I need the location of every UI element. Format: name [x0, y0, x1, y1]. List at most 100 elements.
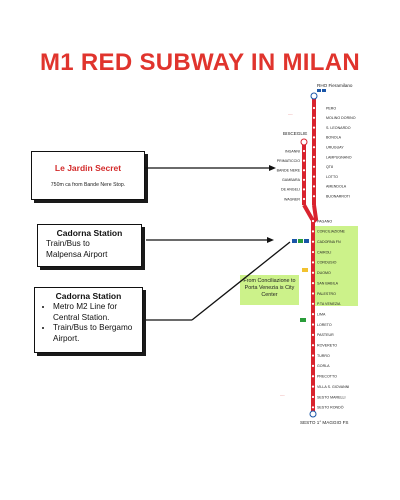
station-label: BUONARROTI — [326, 195, 350, 199]
station-dot — [312, 116, 316, 119]
station-label: DE ANGELI — [281, 188, 300, 192]
station-dot — [311, 292, 315, 295]
station-dot — [311, 219, 315, 223]
callout-bullet: Train/Bus to Bergamo Airport. — [53, 323, 142, 344]
city-center-highlight — [314, 226, 358, 306]
station-dot — [302, 149, 306, 153]
station-label: SESTO RONDÒ — [317, 405, 344, 410]
interchange-m2-icon — [298, 239, 303, 243]
interchange-rail-icon — [292, 239, 297, 243]
terminus-rho-marker — [310, 92, 318, 100]
station-label: CORDUSIO — [317, 261, 337, 265]
station-label: SAN BABILA — [317, 281, 339, 285]
station-label: MOLINO DORINO — [326, 116, 356, 120]
station-dot — [311, 406, 315, 409]
station-dot — [302, 169, 306, 172]
station-dot — [311, 271, 315, 274]
station-dot — [311, 323, 315, 326]
station-dot — [312, 146, 316, 149]
callout-le-jardin-secret: Le Jardin Secret 750m ca from Bande Nere… — [31, 151, 145, 200]
bus-icon — [322, 89, 326, 92]
arrowhead — [269, 165, 276, 171]
station-dot — [312, 165, 316, 168]
callout-cadorna-bergamo: Cadorna Station Metro M2 Line for Centra… — [34, 287, 143, 353]
callout-line: Train/Bus to — [46, 239, 90, 248]
station-label: DUOMO — [317, 271, 331, 275]
station-dot — [311, 230, 315, 233]
terminus-sesto-marker — [309, 410, 317, 418]
station-dot — [302, 188, 306, 191]
station-dot — [311, 333, 315, 336]
station-label: QT8 — [326, 165, 333, 169]
station-label: GORLA — [317, 364, 330, 368]
station-dot — [311, 240, 315, 243]
callout-arrows — [145, 165, 291, 321]
station-dot — [312, 175, 316, 178]
station-label: PRECOTTO — [317, 375, 337, 379]
station-dot — [311, 375, 315, 378]
station-dot — [302, 178, 306, 181]
station-dot — [312, 106, 316, 110]
page-title: M1 RED SUBWAY IN MILAN — [40, 49, 360, 76]
station-label: GAMBARA — [282, 178, 301, 182]
station-dot — [312, 136, 316, 139]
station-dot — [311, 385, 315, 388]
station-label: LAMPUGNANO — [326, 155, 352, 159]
callout-line: Malpensa Airport — [46, 250, 108, 259]
station-label: PRIMATICCIO — [277, 159, 300, 163]
station-label: INGANNI — [285, 149, 300, 153]
line-annotation: ─── — [287, 114, 293, 116]
station-dot — [311, 354, 315, 357]
annotation-text: ─── — [279, 395, 285, 397]
station-label: PALESTRO — [317, 292, 336, 296]
station-label: S. LEONARDO — [326, 126, 351, 130]
station-dot — [311, 344, 315, 347]
station-dot — [312, 155, 316, 159]
station-label: WAGNER — [284, 197, 300, 201]
annotation-text: ─── — [287, 114, 293, 116]
station-label: SESTO MARELLI — [317, 395, 346, 399]
callout-heading: Cadorna Station — [56, 228, 123, 238]
station-label: LORETO — [317, 323, 332, 327]
station-dot — [311, 250, 315, 254]
terminus-bisceglie-label: BISCEGLIE — [283, 131, 307, 136]
station-label: CADORNA FN — [317, 240, 341, 244]
station-label: CONCILIAZIONE — [317, 230, 346, 234]
callout-cadorna-malpensa: Cadorna Station Train/Bus to Malpensa Ai… — [37, 224, 142, 267]
arrowhead — [267, 237, 274, 243]
station-dot — [311, 313, 315, 316]
callout-heading: Le Jardin Secret — [54, 163, 122, 173]
arrow-to-cadorna-2-diag — [191, 241, 291, 321]
callout-bullet: Metro M2 Line for Central Station. — [53, 302, 142, 323]
interchange-bus-icon — [304, 239, 309, 243]
station-list: PERO MOLINO DORINO S. LEONARDO BONOLA URUGUA… — [277, 106, 356, 409]
station-dot — [302, 159, 306, 162]
station-dot — [302, 197, 306, 201]
station-label: LOTTO — [326, 175, 338, 179]
interchange-m3-icon — [302, 268, 308, 272]
station-label: CAIROLI — [317, 250, 331, 254]
rail-icon — [317, 89, 321, 92]
callout-bullet-list: Metro M2 Line for Central Station. Train… — [40, 302, 142, 344]
city-center-note: From Conciliazione to Porta Venezia is C… — [240, 275, 299, 305]
station-dot — [311, 395, 315, 399]
station-dot — [312, 195, 316, 198]
station-label: TURRO — [317, 354, 330, 358]
interchange-m2-icon — [300, 318, 306, 322]
station-label: URUGUAY — [326, 146, 344, 150]
station-dot — [311, 364, 315, 367]
terminus-sesto-label: SESTO 1° MAGGIO FS — [300, 420, 348, 425]
station-label: PERO — [326, 106, 336, 110]
callout-heading: Cadorna Station — [55, 291, 122, 301]
callout-subtext: 750m ca from Bande Nere Stop. — [50, 182, 126, 188]
station-label: BANDE NERE — [277, 169, 301, 173]
station-label: PAGANO — [317, 219, 332, 223]
terminus-rho-label: RHO Fieramilano — [317, 83, 353, 88]
terminus-bisceglie-marker — [300, 138, 308, 146]
station-dot — [311, 282, 315, 285]
station-label: VILLA S. GIOVANNI — [317, 385, 349, 389]
station-label: ROVERETO — [317, 344, 337, 348]
station-label: BONOLA — [326, 136, 342, 140]
station-dot — [311, 302, 315, 305]
